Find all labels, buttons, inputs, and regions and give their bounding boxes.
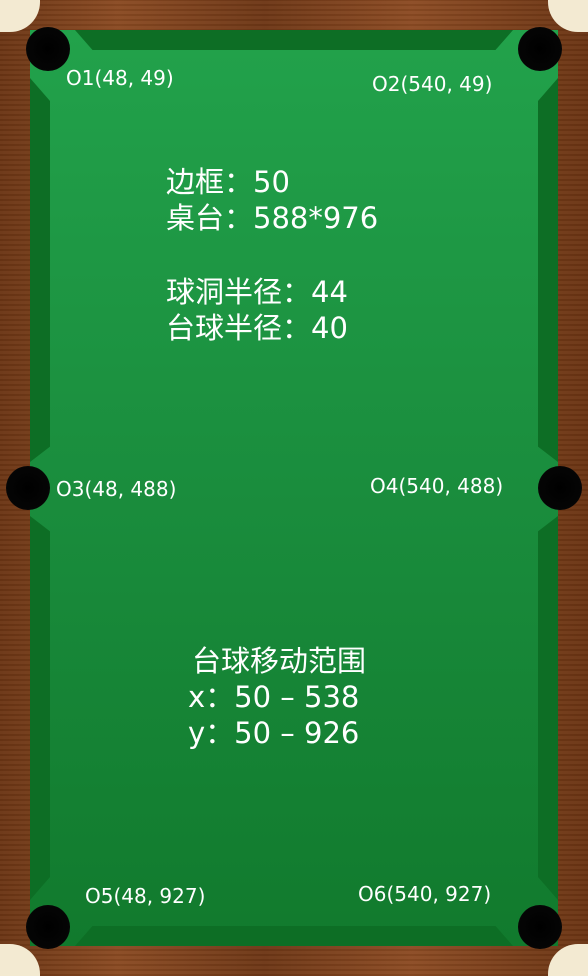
cushion-top [75,30,513,50]
pocket-o6 [518,905,562,949]
table-specs: 边框：50 桌台：588*976 球洞半径：44 台球半径：40 [166,164,378,346]
pocket-o5 [26,905,70,949]
pocket-label-o4: O4(540, 488) [370,474,504,498]
pocket-label-o3: O3(48, 488) [56,477,177,501]
pocket-radius-text: 球洞半径：44 [166,275,348,309]
movement-range-title: 台球移动范围 [192,644,367,678]
cushion-bottom [75,926,513,946]
pocket-label-o6: O6(540, 927) [358,882,492,906]
pocket-label-o5: O5(48, 927) [85,884,206,908]
table-size-text: 桌台：588*976 [166,201,379,235]
border-width-text: 边框：50 [166,165,290,199]
ball-radius-text: 台球半径：40 [166,311,348,345]
cushion-right-lower [538,516,558,900]
pocket-label-o1: O1(48, 49) [66,66,174,90]
cushion-left-lower [30,516,50,900]
pocket-o4 [538,466,582,510]
cushion-left-upper [30,78,50,462]
cushion-right-upper [538,78,558,462]
pocket-o1 [26,27,70,71]
pocket-o3 [6,466,50,510]
x-range-text: x：50 – 538 [188,680,360,714]
pocket-o2 [518,27,562,71]
movement-range: 台球移动范围 x：50 – 538 y：50 – 926 [188,643,366,751]
table-felt [30,30,558,946]
pocket-label-o2: O2(540, 49) [372,72,493,96]
y-range-text: y：50 – 926 [188,716,360,750]
